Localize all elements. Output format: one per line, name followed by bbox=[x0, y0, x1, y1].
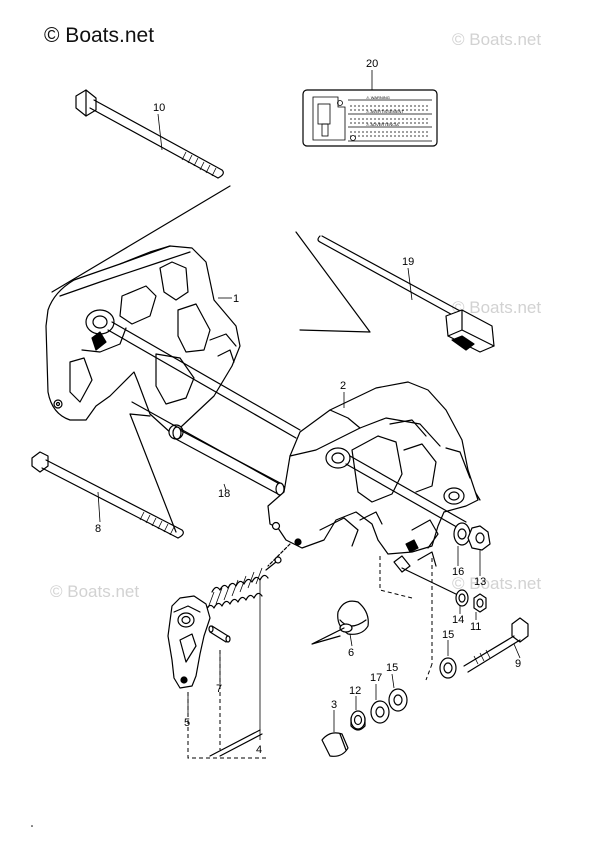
leader-lines bbox=[97, 70, 521, 740]
guide-line bbox=[107, 329, 297, 439]
label-text: ⚠ ADVERTENCIA bbox=[366, 122, 399, 127]
part-7-pin bbox=[208, 625, 231, 643]
callout-7: 7 bbox=[216, 683, 222, 695]
part-11-nut bbox=[473, 593, 487, 613]
guide-line bbox=[111, 321, 301, 431]
callout-17: 17 bbox=[370, 672, 382, 684]
part-15-washer bbox=[439, 657, 457, 679]
part-12-collar bbox=[350, 710, 366, 731]
watermark-faint: © Boats.net bbox=[452, 298, 542, 317]
guide-line bbox=[401, 567, 461, 597]
label-text: ⚠ WARNING bbox=[366, 95, 390, 100]
part-6-cap bbox=[311, 600, 369, 645]
callout-19: 19 bbox=[402, 256, 414, 268]
part-14-washer bbox=[455, 589, 469, 607]
part-8-bolt bbox=[31, 451, 184, 539]
guide-line-dashed bbox=[425, 663, 433, 681]
callout-8: 8 bbox=[95, 523, 101, 535]
guide-line bbox=[345, 463, 463, 531]
callout-11: 11 bbox=[470, 621, 481, 633]
callout-5: 5 bbox=[184, 717, 190, 729]
part-16-washer bbox=[453, 522, 471, 546]
part-5-lever bbox=[167, 595, 211, 689]
callout-3: 3 bbox=[331, 699, 337, 711]
part-17-washer bbox=[370, 700, 390, 724]
guide-line bbox=[349, 455, 467, 523]
callout-6: 6 bbox=[348, 647, 354, 659]
part-3-grip bbox=[321, 732, 349, 757]
part-13-nut bbox=[467, 525, 491, 551]
callout-18: 18 bbox=[218, 488, 230, 500]
speck bbox=[31, 825, 33, 827]
callout-15: 15 bbox=[442, 629, 454, 641]
part-19-tie-strap bbox=[317, 235, 495, 353]
part-10-bolt bbox=[75, 89, 224, 179]
watermark-faint: © Boats.net bbox=[452, 574, 542, 593]
callout-13: 13 bbox=[474, 576, 486, 588]
callout-10: 10 bbox=[153, 102, 165, 114]
watermark-main: © Boats.net bbox=[44, 24, 155, 47]
callout-labels: 10 20 1 2 19 18 8 4 5 7 6 16 13 14 11 15… bbox=[95, 58, 521, 756]
callout-4: 4 bbox=[256, 744, 262, 756]
guide-line bbox=[209, 729, 261, 757]
callout-9: 9 bbox=[515, 658, 521, 670]
callout-14: 14 bbox=[452, 614, 464, 626]
watermark-faint: © Boats.net bbox=[452, 30, 542, 49]
guide-line bbox=[295, 231, 371, 333]
guide-line bbox=[51, 185, 231, 293]
part-2-swivel-bracket bbox=[267, 381, 479, 573]
callout-1: 1 bbox=[233, 293, 239, 305]
callout-15: 15 bbox=[386, 662, 398, 674]
watermark-faint: © Boats.net bbox=[50, 582, 140, 601]
callout-2: 2 bbox=[340, 380, 346, 392]
callout-16: 16 bbox=[452, 566, 464, 578]
guide-line bbox=[129, 413, 177, 533]
guide-line-dashed bbox=[187, 692, 266, 759]
callout-20: 20 bbox=[366, 58, 378, 70]
part-4-spring bbox=[205, 543, 291, 611]
guide-line bbox=[219, 733, 263, 757]
part-9-bolt bbox=[463, 617, 529, 673]
part-15-washer bbox=[388, 688, 408, 712]
part-20-warning-label: ⚠ WARNING ⚠ AVERTISSEMENT ⚠ ADVERTENCIA bbox=[302, 89, 438, 147]
part-1-clamp-bracket bbox=[45, 245, 241, 440]
callout-12: 12 bbox=[349, 685, 361, 697]
label-text: ⚠ AVERTISSEMENT bbox=[366, 109, 404, 114]
part-18-pin bbox=[172, 426, 285, 496]
